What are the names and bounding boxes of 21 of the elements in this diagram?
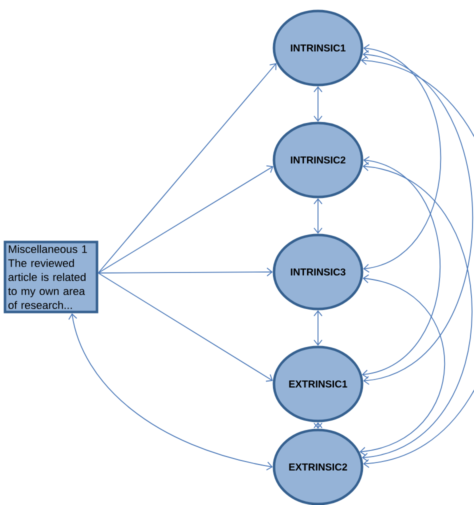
arrow xyxy=(98,272,273,382)
arrow xyxy=(98,268,273,276)
arrow xyxy=(314,310,322,346)
arrow xyxy=(363,44,442,273)
arrow xyxy=(98,165,274,274)
arrow xyxy=(360,56,474,468)
arrow xyxy=(362,162,472,462)
text-box: Miscellaneous 1 The reviewed article is related to my own area of research... xyxy=(4,240,98,314)
ellipse-node: INTRINSIC2 xyxy=(272,122,364,198)
arrow xyxy=(314,422,322,429)
arrow xyxy=(362,156,441,379)
ellipse-node: EXTRINSIC1 xyxy=(272,346,364,422)
arrow xyxy=(68,313,273,470)
ellipse-node: INTRINSIC3 xyxy=(272,234,364,310)
arrow xyxy=(314,86,322,122)
ellipse-node: INTRINSIC1 xyxy=(272,10,364,86)
arrow xyxy=(362,50,474,385)
arrow xyxy=(360,274,446,456)
arrow xyxy=(98,63,276,274)
ellipse-node: EXTRINSIC2 xyxy=(272,428,364,505)
arrow xyxy=(314,198,322,234)
